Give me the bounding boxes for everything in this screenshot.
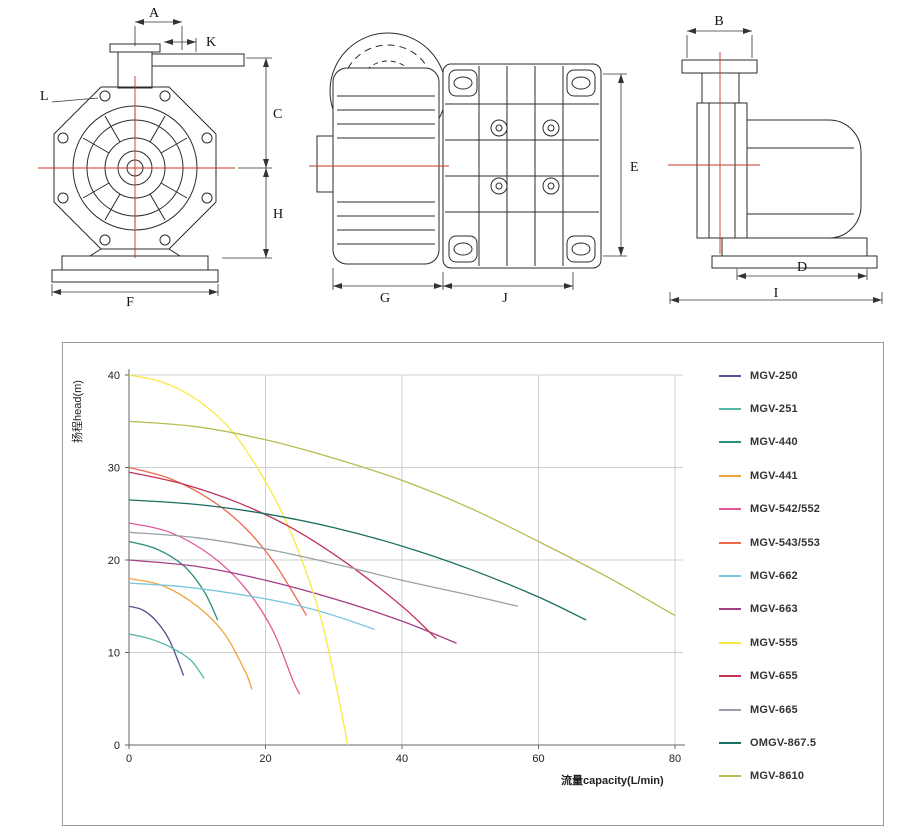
centerlines (668, 52, 760, 254)
legend-swatch (719, 741, 741, 744)
legend-swatch (719, 641, 741, 644)
legend-swatch (719, 708, 741, 711)
end-view-geometry (681, 59, 878, 269)
legend-swatch (719, 541, 741, 544)
x-tick-label: 80 (669, 753, 681, 765)
legend-label: MGV-440 (750, 436, 798, 449)
curve-MGV-251 (128, 633, 205, 679)
y-tick-label: 0 (114, 740, 120, 752)
y-axis-label: 扬程head(m) (72, 380, 84, 443)
legend-item: MGV-441 (719, 459, 879, 492)
legend-item: OMGV-867.5 (719, 726, 879, 759)
legend-item: MGV-663 (719, 593, 879, 626)
dim-label-B: B (714, 14, 723, 29)
legend-item: MGV-8610 (719, 760, 879, 793)
legend-item: MGV-440 (719, 426, 879, 459)
dimension-lines (669, 28, 883, 304)
dim-label-F: F (126, 295, 134, 310)
legend-label: MGV-665 (750, 703, 798, 716)
legend-label: MGV-441 (750, 469, 798, 482)
dimension-lines (51, 19, 272, 296)
y-tick-label: 30 (108, 463, 120, 475)
dim-label-J: J (502, 291, 508, 306)
pump-end-view-drawing: B D I (668, 14, 883, 304)
legend-swatch (719, 441, 741, 444)
legend-label: MGV-250 (750, 369, 798, 382)
legend-swatch (719, 408, 741, 411)
dim-label-C: C (273, 107, 282, 122)
curve-MGV-250 (128, 605, 185, 676)
y-tick-label: 10 (108, 648, 120, 660)
curve-MGV-440 (128, 540, 219, 621)
dim-label-K: K (206, 35, 216, 50)
legend-swatch (719, 575, 741, 578)
legend-item: MGV-542/552 (719, 493, 879, 526)
curve-MGV-543/553 (128, 466, 308, 616)
pump-motor-side-view-drawing: E G J (309, 32, 639, 306)
front-view-geometry (51, 43, 245, 283)
legend-swatch (719, 474, 741, 477)
chart-plot-area: 0 10 20 30 40 0 20 40 60 80 (108, 369, 685, 765)
y-tick-label: 40 (108, 370, 120, 382)
legend-item: MGV-665 (719, 693, 879, 726)
legend-label: MGV-543/553 (750, 536, 821, 549)
x-tick-label: 40 (396, 753, 408, 765)
legend-label: MGV-555 (750, 636, 798, 649)
curve-MGV-665 (128, 531, 519, 607)
legend-label: MGV-542/552 (750, 503, 821, 516)
legend-item: MGV-251 (719, 392, 879, 425)
legend-label: OMGV-867.5 (750, 736, 817, 749)
pump-front-view-drawing: A K L C H F (38, 6, 283, 310)
side-view-geometry (316, 32, 602, 269)
legend-swatch (719, 608, 741, 611)
dim-label-L: L (40, 89, 49, 104)
legend-label: MGV-655 (750, 670, 798, 683)
curve-MGV-663 (128, 559, 457, 644)
legend-item: MGV-655 (719, 660, 879, 693)
y-tick-label: 20 (108, 555, 120, 567)
curve-MGV-555 (128, 374, 349, 746)
dim-label-I: I (774, 286, 779, 301)
curve-OMGV-867.5 (128, 499, 587, 621)
legend-label: MGV-251 (750, 403, 798, 416)
curve-MGV-655 (128, 471, 437, 640)
dim-label-E: E (630, 160, 639, 175)
curve-MGV-662 (128, 582, 375, 631)
legend-item: MGV-555 (719, 626, 879, 659)
legend-item: MGV-250 (719, 359, 879, 392)
curve-MGV-441 (128, 577, 253, 690)
legend-label: MGV-8610 (750, 770, 805, 783)
legend-item: MGV-543/553 (719, 526, 879, 559)
dim-label-D: D (797, 260, 807, 275)
dimension-lines (332, 73, 627, 290)
curve-MGV-542/552 (128, 522, 301, 695)
centerlines (38, 76, 235, 258)
legend-swatch (719, 374, 741, 377)
legend-swatch (719, 775, 741, 778)
x-tick-label: 20 (259, 753, 271, 765)
performance-chart: 0 10 20 30 40 0 20 40 60 80 扬程head(m) 流量capacity(… (62, 342, 884, 826)
legend-swatch (719, 508, 741, 511)
dim-label-A: A (149, 6, 160, 21)
dim-label-H: H (273, 207, 283, 222)
curve-MGV-8610 (128, 420, 676, 617)
x-tick-label: 60 (532, 753, 544, 765)
legend-swatch (719, 675, 741, 678)
legend-label: MGV-662 (750, 570, 798, 583)
legend-item: MGV-662 (719, 559, 879, 592)
legend-label: MGV-663 (750, 603, 798, 616)
x-tick-label: 0 (126, 753, 132, 765)
dim-label-G: G (380, 291, 390, 306)
x-axis-label: 流量capacity(L/min) (561, 775, 664, 787)
